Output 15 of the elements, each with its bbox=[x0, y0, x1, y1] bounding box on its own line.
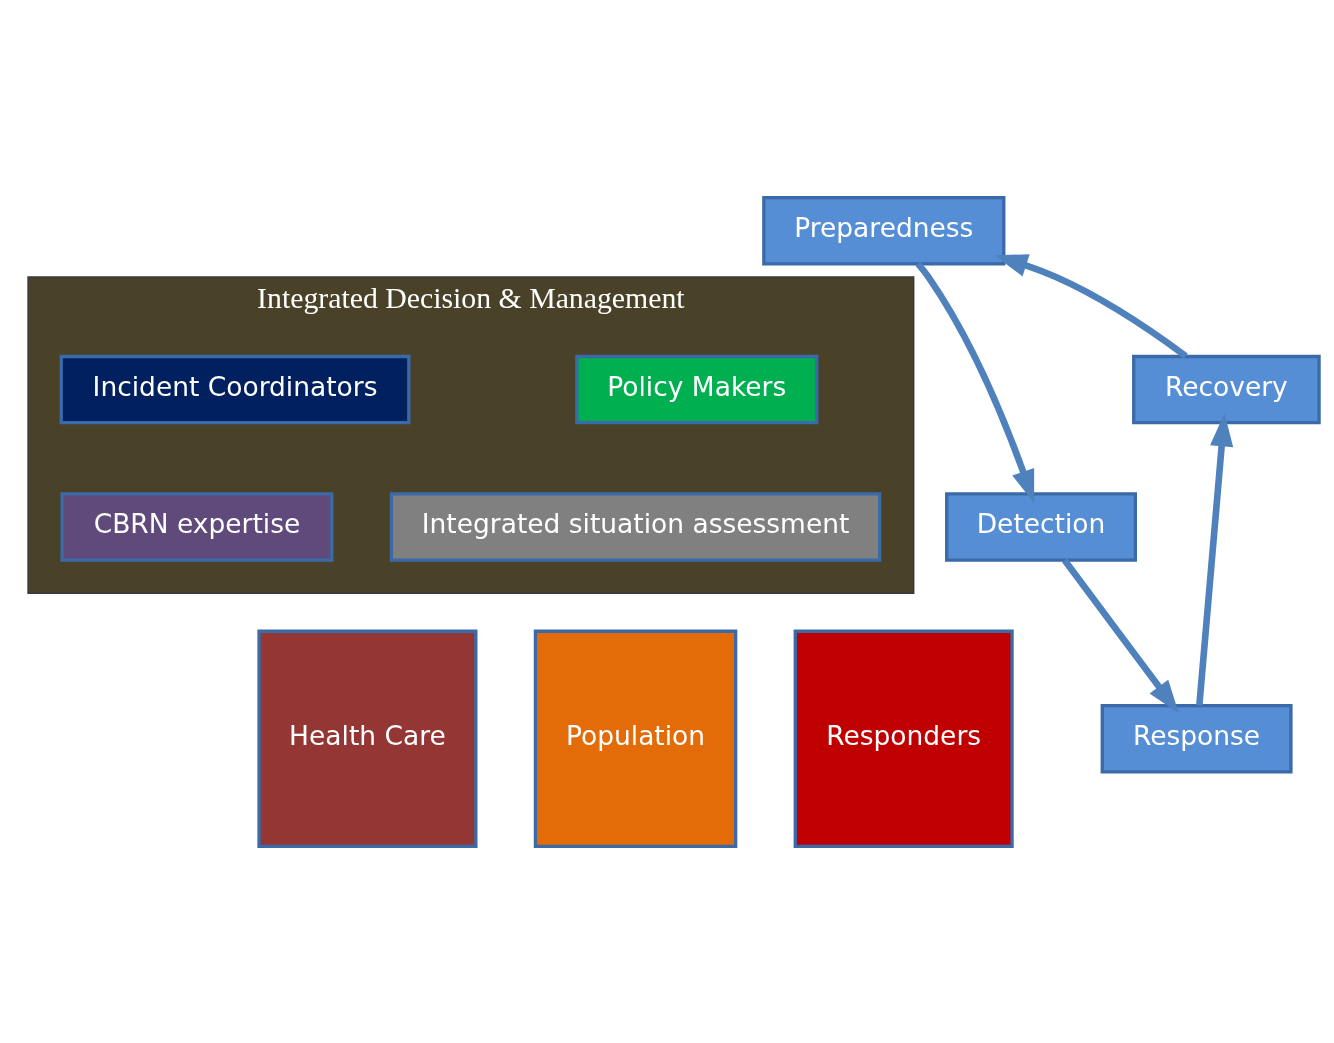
arrow bbox=[915, 261, 1035, 503]
node-box: Recovery bbox=[1132, 354, 1321, 424]
arrow bbox=[1062, 557, 1179, 713]
node-box: Detection bbox=[945, 491, 1138, 562]
node-box: Policy Makers bbox=[575, 354, 819, 424]
node-box: Responders bbox=[793, 629, 1014, 848]
node-box: Health Care bbox=[257, 629, 478, 848]
node-box: Population bbox=[533, 629, 738, 848]
node-box: Integrated situation assessment bbox=[389, 491, 882, 562]
node-box: Incident Coordinators bbox=[59, 354, 411, 424]
node-box: Response bbox=[1100, 703, 1293, 774]
node-box: Preparedness bbox=[762, 195, 1006, 265]
arrow bbox=[1196, 412, 1234, 706]
node-box: CBRN expertise bbox=[60, 491, 334, 562]
arrow bbox=[994, 253, 1188, 359]
